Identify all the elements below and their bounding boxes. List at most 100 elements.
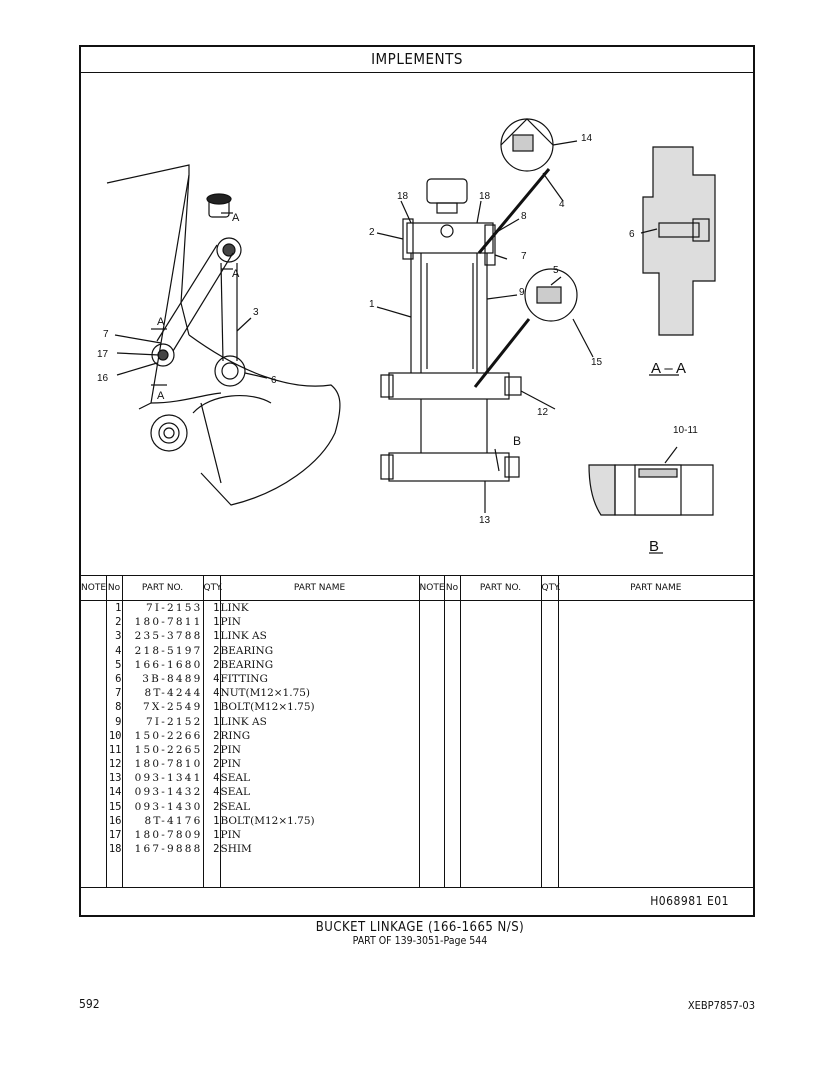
row-part-no: 7I-2153	[146, 602, 203, 614]
center-assembly-view	[376, 118, 594, 513]
callout-10-11: 10-11	[673, 425, 698, 436]
row-part-no: 180-7810	[134, 758, 203, 771]
figure-subcaption: PART OF 139-3051-Page 544	[352, 935, 488, 947]
callout-14: 14	[581, 133, 593, 144]
header-no-right: No	[443, 576, 460, 601]
row-qty: 1	[213, 616, 220, 629]
section-mark-a-top1: A	[232, 212, 240, 224]
row-qty: 2	[213, 843, 220, 856]
row-qty: 4	[213, 772, 220, 785]
row-part-no: 7I-2152	[146, 715, 203, 728]
row-part-no: 167-9888	[134, 843, 203, 856]
row-name: BOLT(M12×1.75)	[220, 701, 315, 714]
callout-5: 5	[553, 265, 559, 276]
callout-17: 17	[97, 349, 109, 360]
section-mark-b: B	[513, 434, 521, 448]
callout-18-right: 18	[479, 191, 491, 202]
row-qty: 1	[213, 602, 220, 614]
header-part-no-left: PART NO.	[121, 576, 203, 601]
page-frame: IMPLEMENTS	[79, 45, 755, 917]
item-number-column-right	[443, 600, 460, 888]
row-part-no: 093-1341	[134, 772, 203, 785]
header-qty-left: QTY.	[202, 576, 223, 601]
row-qty: 4	[213, 687, 220, 700]
section-a-a-label: A – A	[651, 360, 686, 377]
row-name: FITTING	[220, 672, 268, 685]
row-no: 15	[108, 800, 122, 813]
row-name: BOLT(M12×1.75)	[220, 814, 315, 827]
callout-15: 15	[591, 357, 603, 368]
part-number-column-right	[459, 600, 541, 888]
row-part-no: 8T-4244	[144, 687, 203, 700]
row-qty: 1	[213, 701, 220, 714]
row-qty: 1	[213, 829, 220, 841]
document-number: XEBP7857-03	[687, 999, 755, 1012]
row-qty: 2	[213, 729, 220, 742]
row-no: 7	[115, 687, 122, 700]
center-view-callouts: 18 18 2 8 7 1 9 14 4 5 15 12 B 13	[369, 133, 603, 526]
header-part-no-right: PART NO.	[459, 576, 541, 601]
row-part-no: 180-7809	[134, 829, 203, 841]
row-name: SEAL	[220, 772, 250, 785]
row-name: BEARING	[220, 644, 274, 657]
row-name: SEAL	[220, 786, 250, 799]
illustration-ref-bar: H068981 E01	[81, 887, 753, 915]
row-name: LINK AS	[220, 630, 267, 643]
row-part-no: 8T-4176	[144, 814, 203, 827]
section-mark-a-top2: A	[232, 268, 240, 280]
section-b-view	[588, 446, 714, 516]
header-note-left: NOTE	[81, 576, 106, 601]
row-no: 1	[115, 602, 122, 614]
callout-6: 6	[271, 375, 277, 386]
row-part-no: 218-5197	[134, 644, 203, 657]
parts-illustration: A A A A 3 7 17 16 6	[81, 73, 753, 576]
row-no: 16	[108, 814, 122, 827]
callout-4: 4	[559, 199, 565, 210]
row-part-no: 166-1680	[134, 658, 203, 671]
row-part-no: 093-1430	[134, 800, 203, 813]
row-part-no: 7X-2549	[143, 701, 203, 714]
section-a-a-view	[640, 146, 716, 336]
right-view-callouts: 6 A – A 10-11 B	[629, 229, 698, 555]
row-no: 3	[115, 630, 122, 643]
row-no: 2	[115, 616, 122, 629]
row-qty: 1	[213, 630, 220, 643]
row-part-no: 3B-8489	[142, 672, 203, 685]
row-no: 6	[115, 672, 122, 685]
row-qty: 1	[213, 715, 220, 728]
row-qty: 1	[213, 814, 220, 827]
row-no: 14	[108, 786, 122, 799]
row-no: 11	[108, 743, 122, 756]
header-no-left: No	[105, 576, 122, 601]
callout-7: 7	[521, 251, 527, 262]
note-column	[81, 601, 106, 889]
row-qty: 2	[213, 743, 220, 756]
parts-table: NOTE No PART NO. QTY. PART NAME NOTE No …	[81, 575, 753, 888]
row-no: 18	[108, 843, 122, 856]
row-name: BEARING	[220, 658, 274, 671]
row-qty: 4	[213, 672, 220, 685]
header-part-name-right: PART NAME	[557, 576, 753, 601]
row-no: 4	[115, 644, 122, 657]
row-no: 13	[108, 772, 122, 785]
row-qty: 2	[213, 758, 220, 771]
callout-16: 16	[97, 373, 109, 384]
row-part-no: 150-2265	[134, 743, 203, 756]
section-mark-a-low: A	[157, 390, 165, 402]
header-qty-right: QTY.	[540, 576, 561, 601]
row-name: PIN	[220, 743, 241, 756]
callout-12: 12	[537, 407, 549, 418]
row-part-no: 180-7811	[134, 616, 203, 629]
callout-1: 1	[369, 299, 375, 310]
callout-9: 9	[519, 287, 525, 298]
page-number: 592	[79, 997, 100, 1011]
row-qty: 2	[213, 658, 220, 671]
illustration-reference: H068981 E01	[650, 894, 729, 908]
row-name: PIN	[220, 758, 241, 771]
row-no: 9	[115, 715, 122, 728]
row-part-no: 093-1432	[134, 786, 203, 799]
figure-caption: BUCKET LINKAGE (166-1665 N/S)	[315, 920, 525, 935]
